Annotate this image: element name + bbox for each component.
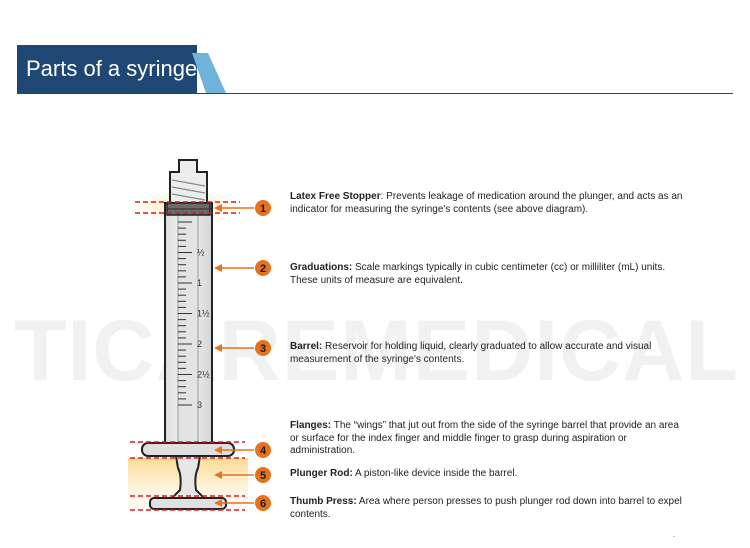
callout-description: A piston-like device inside the barrel. <box>355 468 518 479</box>
graduation-label: ½ <box>197 248 205 258</box>
callout-number: 2 <box>260 263 266 275</box>
callout-label-1: Latex Free Stopper: Prevents leakage of … <box>290 191 690 216</box>
callout-arrowhead <box>214 446 222 454</box>
callout-term: Graduations: <box>290 262 353 273</box>
callout-badge <box>255 467 271 483</box>
callout-term: Thumb Press: <box>290 496 357 507</box>
callout-term: Flanges: <box>290 420 332 431</box>
callout-badge <box>255 200 271 216</box>
callout-arrowhead <box>214 499 222 507</box>
callout-description: Prevents leakage of medication around th… <box>290 191 683 215</box>
callout-separator: : <box>380 191 387 202</box>
graduation-label: 1 <box>197 278 202 288</box>
callout-arrowhead <box>214 204 222 212</box>
callout-arrowhead <box>214 471 222 479</box>
callout-arrowhead <box>214 344 222 352</box>
title-banner <box>17 45 197 94</box>
callout-label-2: Graduations: Scale markings typically in… <box>290 262 690 287</box>
graduation-label: 2 <box>197 339 202 349</box>
callout-number: 6 <box>260 498 266 510</box>
graduation-label: 2½ <box>197 370 210 380</box>
callout-label-5: Plunger Rod: A piston-like device inside… <box>290 468 690 481</box>
callout-description: Reservoir for holding liquid, clearly gr… <box>290 341 652 365</box>
graduation-label: 3 <box>197 400 202 410</box>
corner-mark: . <box>673 530 676 539</box>
page-title: Parts of a syringe <box>26 56 198 81</box>
callout-label-3: Barrel: Reservoir for holding liquid, cl… <box>290 341 690 366</box>
graduation-ticks <box>178 221 192 406</box>
callout-term: Plunger Rod: <box>290 468 353 479</box>
callout-badge <box>255 442 271 458</box>
thumb-press <box>149 497 227 510</box>
callout-description: Scale markings typically in cubic centim… <box>290 262 666 286</box>
graduation-labels: ½ 1 1½ 2 2½ 3 <box>197 248 210 411</box>
callout-description: The “wings” that jut out from the side o… <box>290 420 679 456</box>
callout-number: 5 <box>260 470 266 482</box>
callout-label-6: Thumb Press: Area where person presses t… <box>290 496 690 521</box>
callout-term: Latex Free Stopper <box>290 191 381 202</box>
callout-description: Area where person presses to push plunge… <box>290 496 682 520</box>
callout-label-4: Flanges: The “wings” that jut out from t… <box>290 420 690 458</box>
callout-badge <box>255 260 271 276</box>
watermark-text: TICAREMEDICAL <box>14 303 739 399</box>
callout-badge <box>255 495 271 511</box>
callout-arrowhead <box>214 264 222 272</box>
callout-markers: 1 2 3 4 5 6 <box>214 200 271 511</box>
callout-number: 1 <box>260 203 266 215</box>
hub-threads <box>171 179 206 201</box>
guide-lines <box>130 201 245 511</box>
title-divider <box>17 93 733 94</box>
plunger-shaft-inner <box>177 213 199 445</box>
callout-term: Barrel: <box>290 341 323 352</box>
callout-number: 3 <box>260 343 266 355</box>
callout-number: 4 <box>260 445 267 457</box>
callout-badge <box>255 340 271 356</box>
graduation-label: 1½ <box>197 309 210 319</box>
